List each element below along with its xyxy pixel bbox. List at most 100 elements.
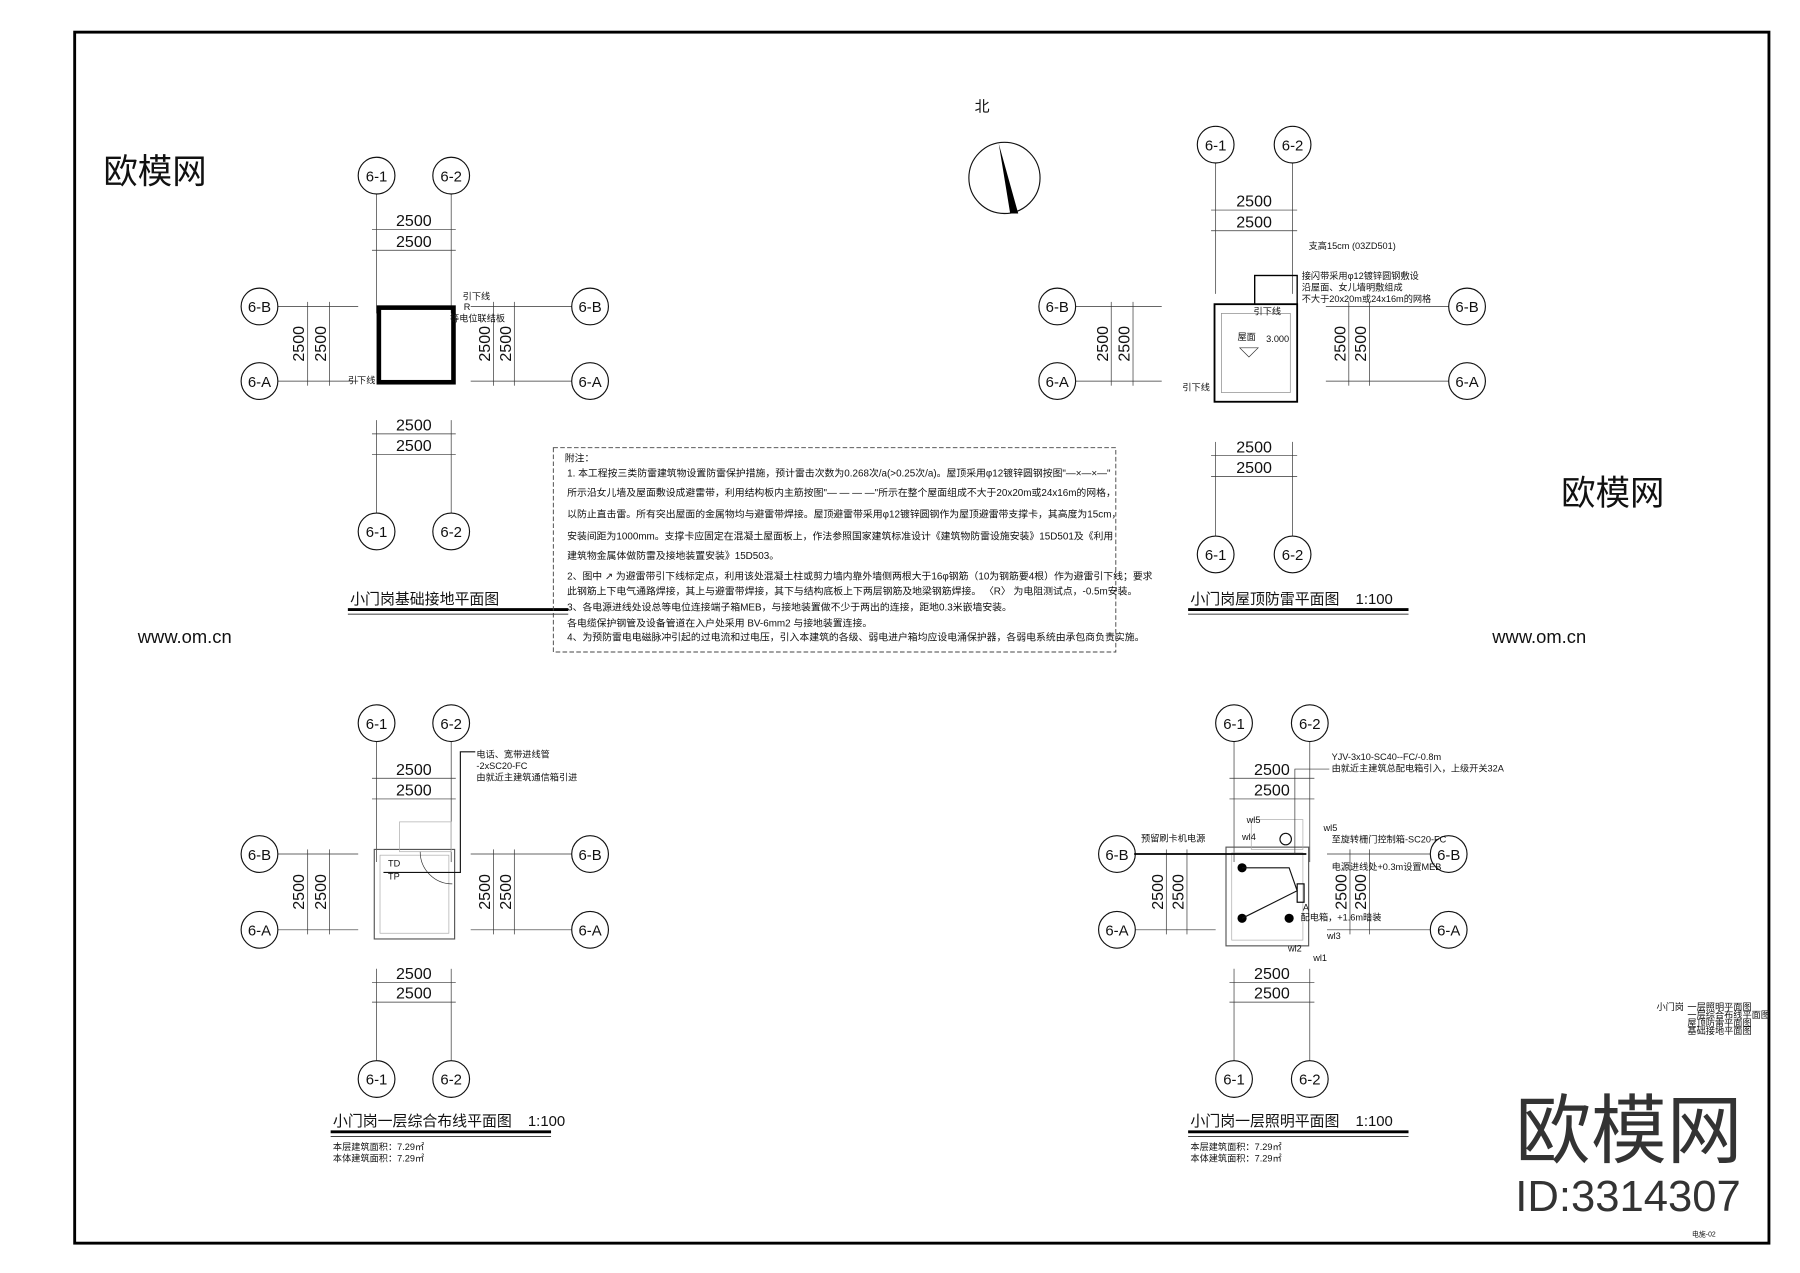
dimension-value: 2500 [290,874,308,910]
dimension-value: 2500 [1254,965,1290,983]
grid-label-rowA: 6-A [578,374,601,391]
annotation-label: wl4 [1241,832,1256,842]
grid-bubble [1290,1060,1329,1098]
door-swing [419,851,453,885]
grid-label-rowB: 6-B [248,847,271,864]
grid-bubble [432,156,471,195]
grid-label-rowB: 6-B [578,299,601,316]
grid-bubble [1429,910,1468,949]
door-canopy [399,821,452,853]
dimension-value: 2500 [1331,326,1349,362]
grid-bubble [432,1060,471,1098]
dimension-value: 2500 [396,985,432,1003]
grid-label-col2: 6-2 [440,168,462,185]
north-arrow-circle [968,141,1041,215]
faint-watermark-url: www.om.cn [137,626,232,647]
annotation-label: TD [388,859,401,869]
grid-bubble [571,910,610,949]
annotation-label: 引下线 [348,374,376,385]
north-arrow-needle-icon [998,143,1019,214]
grid-bubble [1448,362,1486,401]
telecom-conduit [383,751,476,873]
watermark-brand: 欧模网 [1515,1089,1742,1174]
grid-bubble [432,512,471,551]
roof-inner [1221,313,1291,393]
annotation-label: A [1303,902,1310,912]
faint-watermark-brand: 欧模网 [1561,475,1664,513]
plan-scale: 1:100 [1356,591,1393,608]
area-label: 本体建筑面积：7.29㎡ [1190,1153,1281,1164]
annotation-label: wl2 [1287,944,1302,954]
annotation-label: 引下线 [463,291,491,302]
dimension-value: 2500 [396,761,432,779]
north-arrow: 北 [968,98,1041,215]
grid-label-rowA: 6-A [248,374,271,391]
grid-label-rowA: 6-A [1046,374,1069,391]
dimension-value: 2500 [1254,761,1290,779]
grid-bubble [1448,287,1486,326]
annotation-label: 沿屋面、女儿墙明敷组成 [1302,281,1403,292]
plan-title-line: 小门岗基础接地平面图 [350,591,499,608]
grid-label-col1: 6-1 [1205,547,1227,564]
faint-watermark-url: www.om.cn [1491,626,1586,647]
grid-label-col1: 6-1 [366,1072,388,1089]
plan-scale: 1:100 [528,1113,565,1130]
area-label: 本层建筑面积：7.29㎡ [1190,1141,1281,1152]
roof-outline [1213,303,1299,403]
grid-bubble [1196,125,1235,164]
dimension-value: 2500 [312,874,330,910]
grid-bubble [1429,835,1468,873]
annotation-label: R [464,302,471,312]
note-line: 以防止直击雷。所有突出屋面的金属物均与避雷带焊接。屋顶避雷带采用φ12镀锌圆钢作… [567,508,1121,521]
note-line: 此钢筋上下电气通路焊接，其上与避雷带焊接，其下与结构底板上下两层钢筋及地梁钢筋焊… [567,585,1137,598]
grid-label-rowA: 6-A [1437,923,1460,940]
grid-bubble [1196,535,1235,574]
elevation-marker-icon [1238,347,1259,358]
grid-label-rowA: 6-A [578,923,601,940]
annotation-label: -2xSC20-FC [476,761,527,771]
note-line: 安装间距为1000mm。支撑卡应固定在混凝土屋面板上，作法参照国家建筑标准设计《… [567,530,1113,543]
dimension-value: 2500 [1116,326,1134,362]
grid-bubble [1273,125,1312,164]
grid-bubble [1038,362,1077,401]
grid-label-col1: 6-1 [366,168,388,185]
sheet-number: 电施-02 [1692,1229,1716,1238]
annotation-label: TP [388,871,400,881]
annotation-label: 引下线 [1254,306,1282,317]
legend-item: 一层照明平面图 [1687,1002,1751,1012]
grid-bubble [571,835,610,873]
floor-inner [379,854,450,934]
annotation-label: 预留刷卡机电源 [1141,832,1205,843]
dimension-value: 2500 [1236,438,1272,456]
annotation-label: YJV-3x10-SC40--FC/-0.8m [1332,752,1442,762]
lighting-circuit [1241,867,1298,919]
grid-bubble [357,512,396,551]
dimension-value: 2500 [1149,874,1167,910]
legend-item: 一层综合布线平面图 [1687,1009,1770,1020]
grid-bubble [571,362,610,401]
annotation-label: 至旋转栅门控制箱-SC20-FC [1332,834,1447,845]
note-line: 4、为预防雷电电磁脉冲引起的过电流和过电压，引入本建筑的各级、弱电进户箱均应设电… [567,631,1144,644]
dimension-value: 2500 [396,965,432,983]
dimension-value: 2500 [1254,985,1290,1003]
annotation-label: wl5 [1323,823,1338,833]
dimension-value: 2500 [396,781,432,799]
grid-bubble [240,362,279,401]
dimension-value: 2500 [290,326,308,362]
grid-bubble [432,704,471,743]
annotation-label: 屋面 [1237,332,1255,342]
door-canopy [1250,819,1304,850]
light-fixture-icon [1284,913,1294,923]
dimension-value: 2500 [1236,459,1272,477]
floor-outline [1225,846,1310,947]
annotation-label: 电源进线处+0.3m设置MEB [1332,861,1442,872]
grid-bubble [1215,1060,1253,1098]
faint-watermark-brand: 欧模网 [103,154,206,192]
watermark-id: ID:3314307 [1515,1173,1741,1221]
legend-item: 基础接地平面图 [1687,1025,1751,1036]
north-label: 北 [975,98,990,115]
